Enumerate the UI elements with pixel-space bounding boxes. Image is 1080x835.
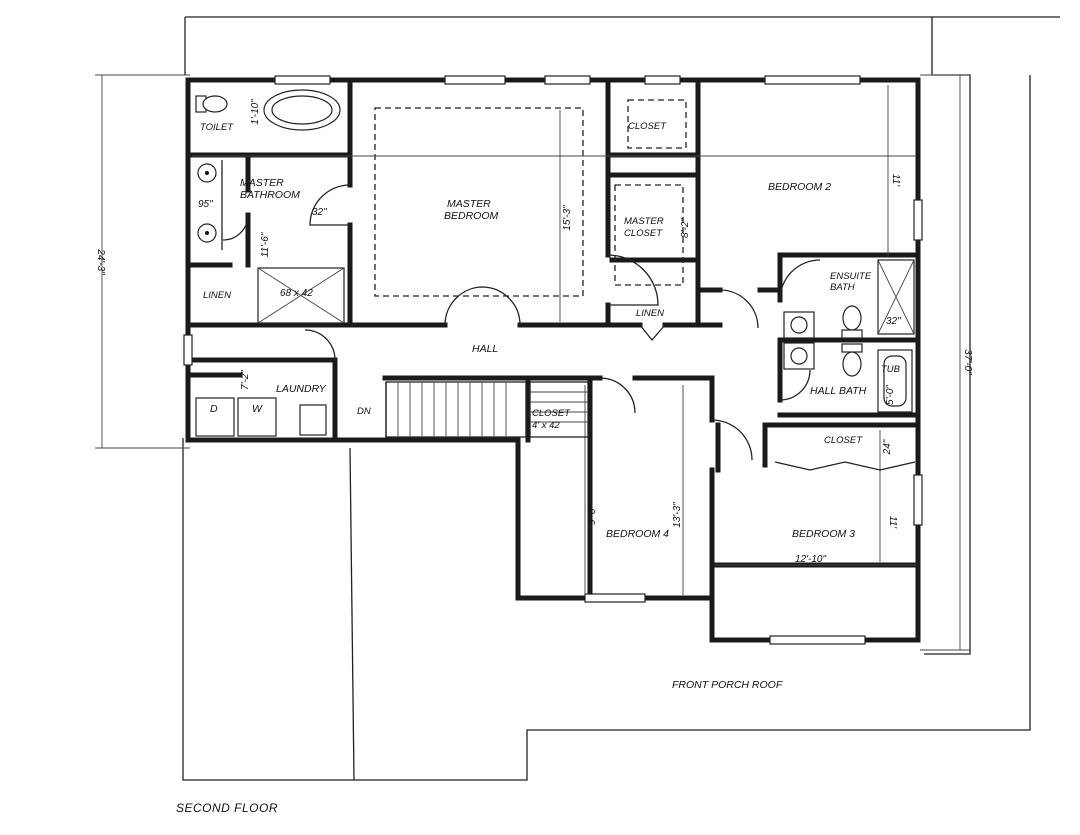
- ensuite-shower-icon: [877, 259, 915, 335]
- dim-bath-depth: 11'-6": [260, 232, 271, 257]
- dim-overall-right: 37'-0": [962, 349, 973, 375]
- room-label-hall: HALL: [472, 343, 498, 355]
- room-label-ensuite-2: BATH: [830, 282, 855, 293]
- bathtub-icon: [263, 89, 341, 131]
- dim-shower: 68 x 42: [280, 288, 313, 299]
- dim-closet-right-depth: 24": [882, 439, 893, 455]
- dim-bed-depth: 15'-3": [562, 205, 573, 231]
- room-label-ensuite-1: ENSUITE: [830, 271, 872, 282]
- room-label-master-closet-2: CLOSET: [624, 228, 663, 239]
- dashed-outlines: [374, 99, 687, 297]
- door-swings: [222, 184, 916, 471]
- dim-ensuite-shower: 32": [886, 316, 901, 327]
- interior-walls: [187, 79, 921, 601]
- room-label-bedroom2: BEDROOM 2: [768, 181, 831, 193]
- room-label-master-bath-2: BATHROOM: [240, 189, 300, 201]
- room-labels: TOILET MASTER BATHROOM LINEN LAUNDRY D W…: [200, 121, 901, 540]
- room-label-closet-top: CLOSET: [628, 121, 667, 132]
- room-label-master-bed-2: BEDROOM: [444, 210, 499, 222]
- dim-tub-len: 5'-0": [885, 385, 896, 405]
- room-label-toilet: TOILET: [200, 122, 234, 133]
- roof-outline: [182, 16, 1060, 781]
- dim-master-closet-w: 8'-2": [680, 218, 691, 238]
- room-label-closet-stair-1: CLOSET: [532, 408, 571, 419]
- plan-title: SECOND FLOOR: [176, 801, 278, 815]
- room-label-master-closet-1: MASTER: [624, 216, 664, 227]
- closet-shelf-icon: [529, 381, 589, 438]
- fixtures: [195, 89, 915, 438]
- dim-door-32: 32": [312, 207, 327, 218]
- room-dim-lines: [192, 85, 916, 595]
- room-label-master-bed-1: MASTER: [447, 198, 491, 210]
- tub-icon: [877, 349, 913, 413]
- label-stair-dn: DN: [357, 406, 371, 417]
- room-label-bedroom3: BEDROOM 3: [792, 528, 855, 540]
- dim-overall-left: 24'-3": [95, 248, 106, 275]
- room-label-hall-bath: HALL BATH: [810, 385, 867, 397]
- windows: [183, 75, 923, 645]
- dim-bed4-width: 9'-0": [587, 505, 598, 525]
- room-label-laundry: LAUNDRY: [276, 383, 327, 395]
- washer-dryer-icon: [195, 397, 327, 437]
- room-label-linen-left: LINEN: [203, 290, 231, 301]
- ensuite-toilet-icon: [841, 305, 863, 377]
- dim-bed3-depth: 11': [887, 516, 898, 529]
- dim-laundry-depth: 7'-2": [240, 370, 251, 390]
- porch-roof-label: FRONT PORCH ROOF: [672, 679, 783, 691]
- shower-icon: [257, 267, 345, 324]
- room-label-linen-mid: LINEN: [636, 308, 664, 319]
- dim-bed2-depth: 11': [890, 174, 901, 187]
- dim-vanity: 95": [198, 199, 213, 210]
- label-tub: TUB: [881, 364, 901, 375]
- room-label-master-bath-1: MASTER: [240, 177, 284, 189]
- dim-bed3-width: 12'-10": [795, 554, 826, 565]
- label-washer: W: [252, 403, 263, 415]
- label-dryer: D: [210, 403, 218, 415]
- toilet-icon: [195, 95, 228, 113]
- room-label-bedroom4: BEDROOM 4: [606, 528, 669, 540]
- dimension-labels: 24'-3" 37'-0" 95" 32" 11'-6" 68 x 42 15'…: [95, 99, 973, 565]
- dim-toilet: 1'-10": [250, 99, 261, 125]
- ensuite-sinks-icon: [783, 311, 815, 370]
- sink-icon: [197, 160, 223, 250]
- dimension-lines: [95, 74, 970, 651]
- room-label-closet-stair-2: 4' x 42: [532, 420, 560, 431]
- room-label-closet-right: CLOSET: [824, 435, 863, 446]
- dim-bed4-depth: 13'-3": [672, 502, 683, 528]
- stair-icon: [385, 381, 527, 438]
